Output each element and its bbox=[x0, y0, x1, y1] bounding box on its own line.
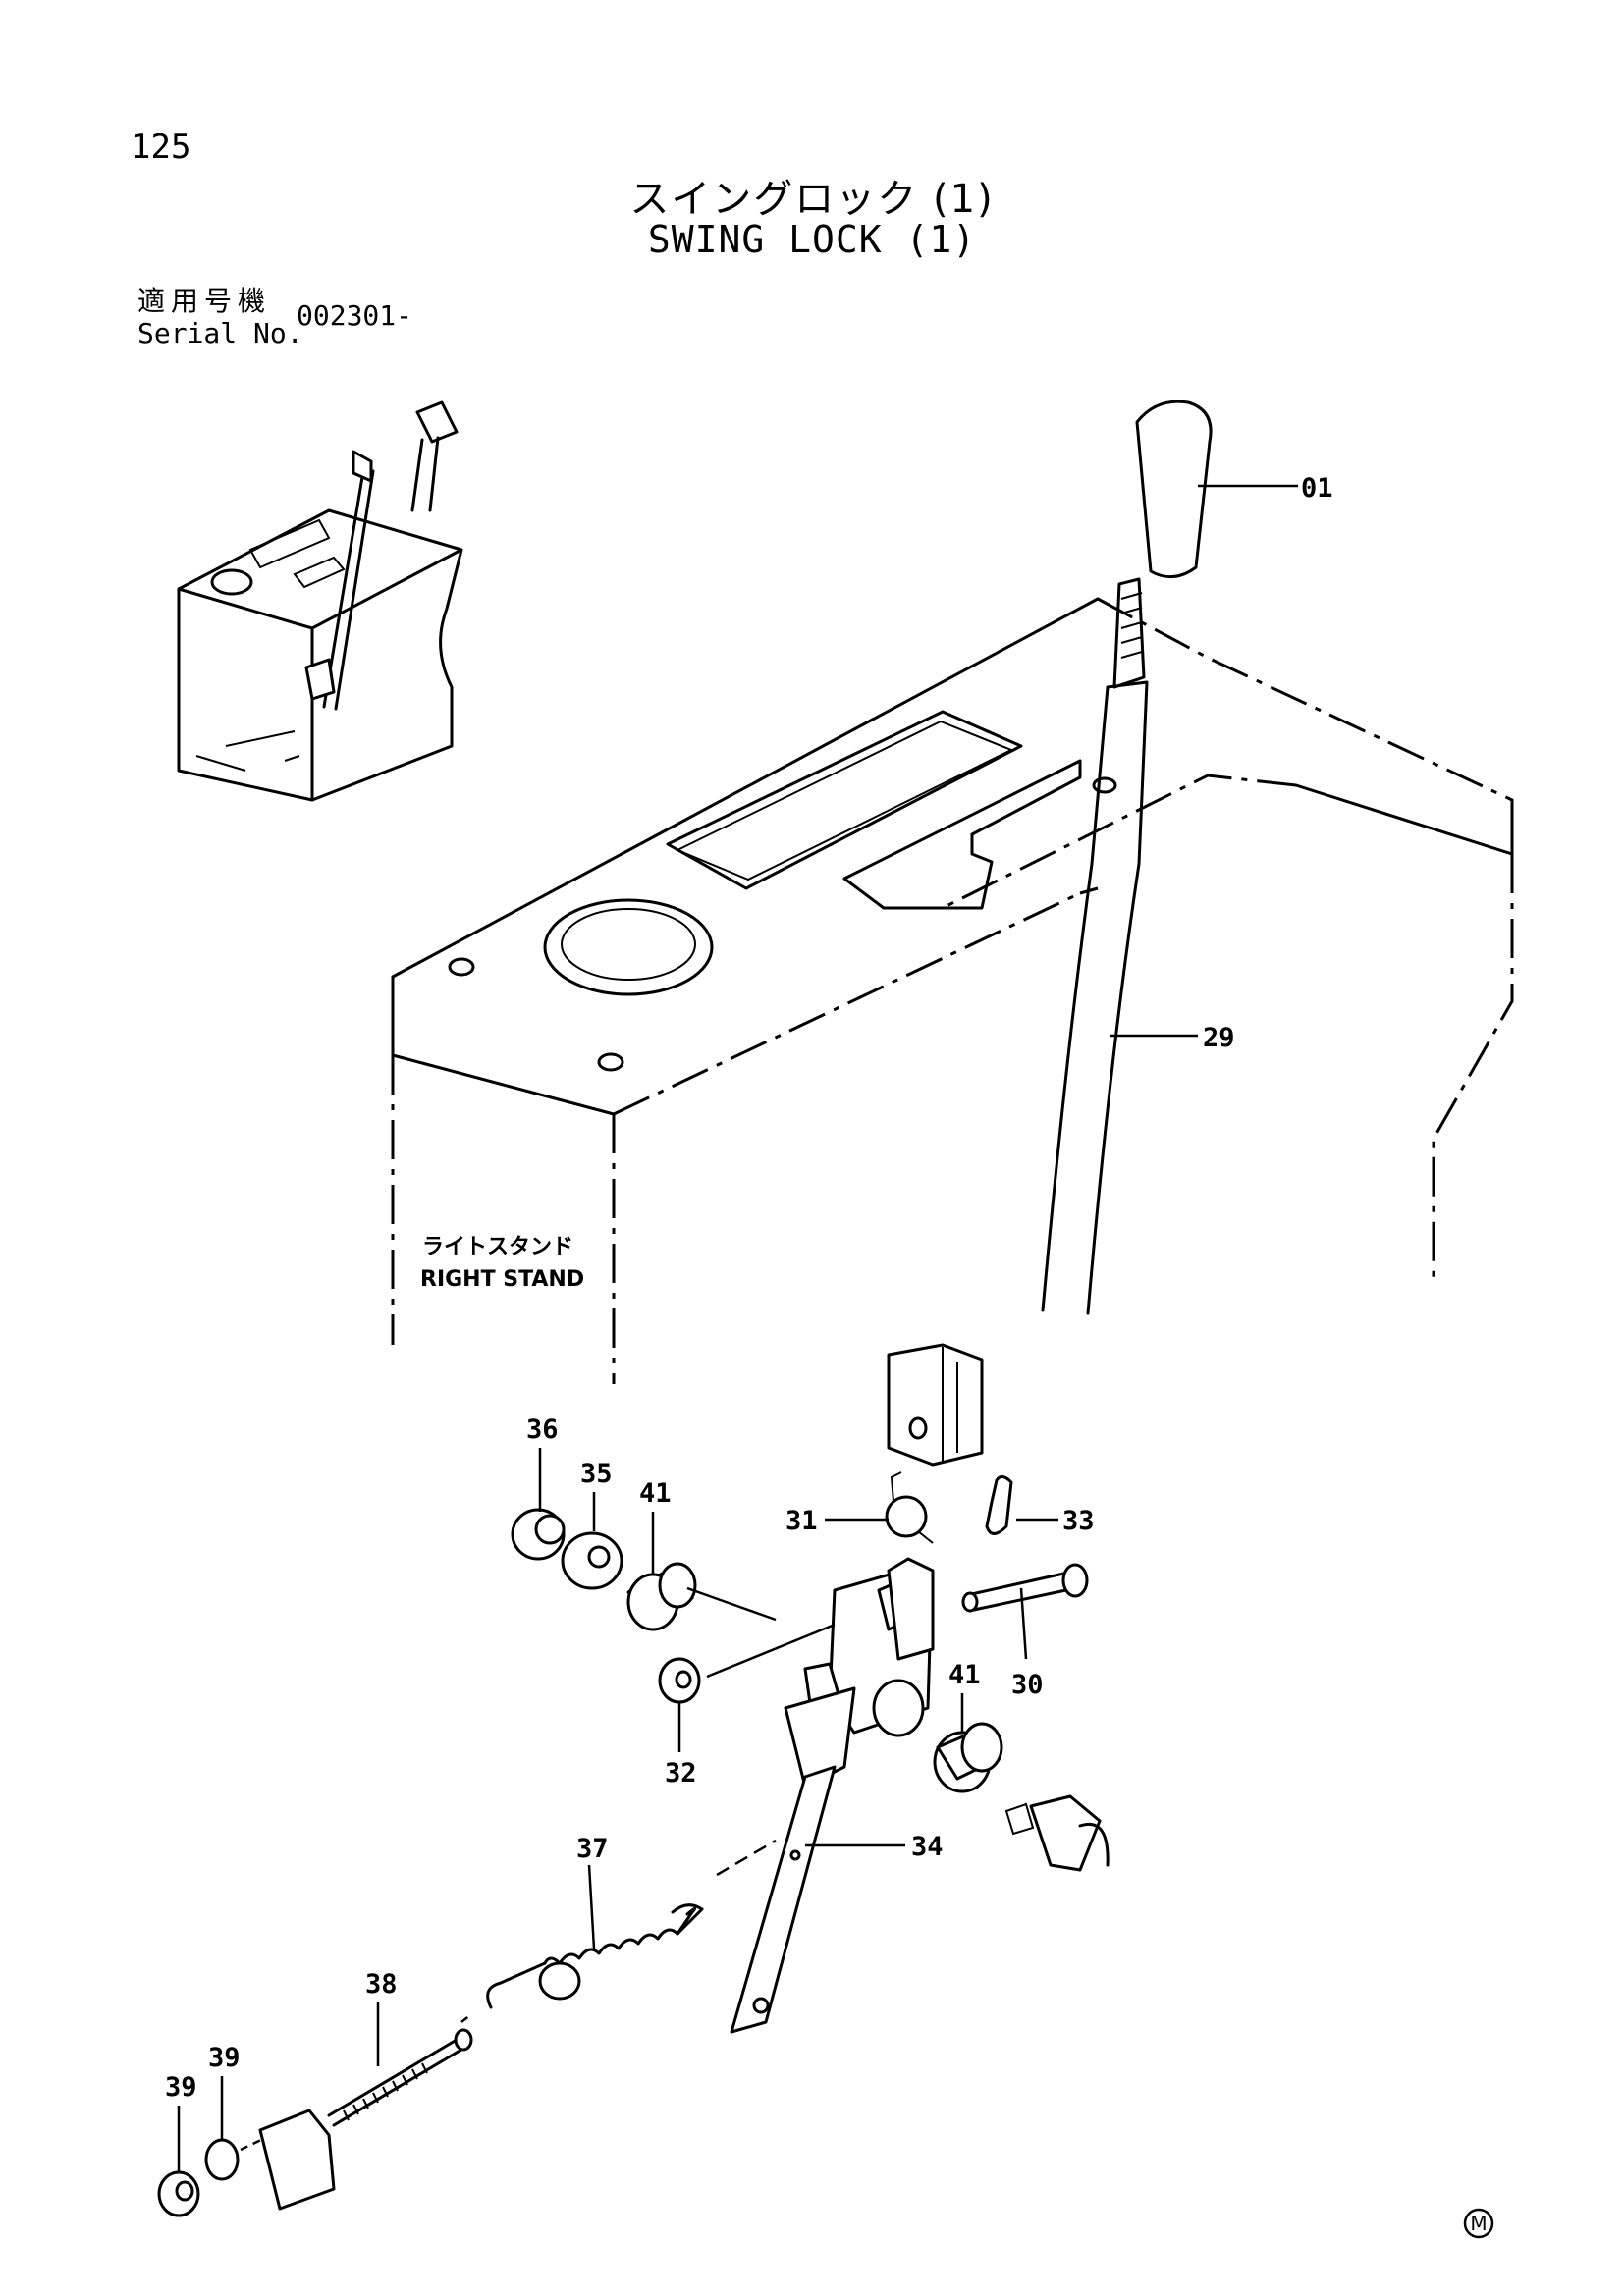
callout-30: 30 bbox=[1011, 1670, 1044, 1700]
callout-41-lower: 41 bbox=[948, 1660, 981, 1690]
callout-32: 32 bbox=[665, 1758, 697, 1789]
inset-overview-drawing bbox=[177, 400, 463, 802]
callout-39-left: 39 bbox=[165, 2072, 197, 2103]
page-title-english: SWING LOCK (1) bbox=[647, 218, 977, 261]
right-stand-label-jp: ライトスタンド bbox=[422, 1235, 573, 1259]
callout-01: 01 bbox=[1301, 473, 1333, 504]
lever-assembly bbox=[887, 400, 1213, 1467]
corner-mark: M bbox=[1463, 2208, 1494, 2239]
callout-36: 36 bbox=[526, 1415, 559, 1445]
page-title-japanese: スイングロック (1) bbox=[629, 177, 995, 222]
linkage-parts bbox=[157, 1471, 1110, 2217]
callout-33: 33 bbox=[1062, 1506, 1095, 1536]
corner-mark-letter: M bbox=[1470, 2212, 1487, 2235]
callout-37: 37 bbox=[576, 1834, 609, 1864]
serial-label-english: Serial No. bbox=[137, 317, 303, 349]
right-stand-body bbox=[391, 597, 1514, 1384]
callout-41-upper: 41 bbox=[639, 1478, 672, 1509]
serial-label-japanese: 適用号機 bbox=[137, 285, 272, 317]
serial-number-value: 002301- bbox=[297, 299, 413, 332]
callout-labels: 01 29 36 35 41 31 33 30 32 41 34 37 38 3… bbox=[165, 473, 1333, 2103]
page-number: 125 bbox=[131, 128, 191, 167]
leader-lines bbox=[177, 484, 1298, 2172]
callout-34: 34 bbox=[911, 1832, 944, 1862]
right-stand-label-en: RIGHT STAND bbox=[420, 1267, 584, 1292]
callout-29: 29 bbox=[1203, 1023, 1235, 1053]
right-stand-label: ライトスタンド RIGHT STAND bbox=[420, 1235, 584, 1292]
callout-35: 35 bbox=[580, 1459, 613, 1489]
callout-38: 38 bbox=[365, 1969, 398, 2000]
callout-39-right: 39 bbox=[208, 2043, 241, 2073]
callout-31: 31 bbox=[785, 1506, 818, 1536]
